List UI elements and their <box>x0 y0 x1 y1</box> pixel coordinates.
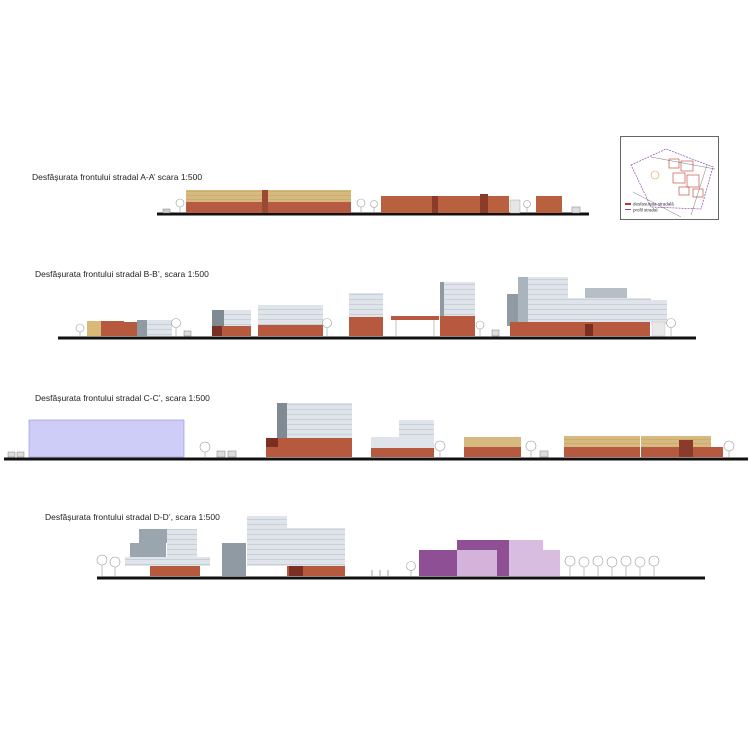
elevation-b <box>58 277 696 340</box>
car-b1 <box>183 330 192 337</box>
tree-b2 <box>171 318 181 336</box>
tree-a4 <box>523 200 531 213</box>
section-title-c: Desfășurata frontului stradal C-C’, scar… <box>35 393 210 403</box>
car-c1 <box>7 451 16 458</box>
canopy-b <box>391 316 439 320</box>
building-b5 <box>349 293 383 317</box>
elevation-a <box>157 190 589 216</box>
building-c2 <box>277 403 352 438</box>
tree-d5 <box>578 556 590 576</box>
car-a2 <box>571 206 581 214</box>
tree-b4 <box>475 320 485 336</box>
building-d3 <box>457 540 502 550</box>
elevation-c <box>4 403 748 461</box>
building-a2 <box>381 196 509 213</box>
building-d2 <box>247 516 287 566</box>
legend-swatch-2 <box>625 209 631 210</box>
key-plan: desfasurata stradală profil stradal <box>620 136 719 220</box>
car-c5 <box>539 450 549 458</box>
tree-b5 <box>666 318 676 336</box>
tree-a1 <box>175 198 185 213</box>
tree-d8 <box>620 555 632 576</box>
car-c4 <box>227 450 237 458</box>
building-d1 <box>139 529 167 543</box>
tree-d9 <box>634 556 646 576</box>
tree-a3 <box>370 200 378 213</box>
building-b6 <box>440 282 475 316</box>
elevation-d <box>96 516 705 580</box>
section-title-a: Desfășurata frontului stradal A-A’ scara… <box>32 172 203 182</box>
tree-d6 <box>592 555 604 576</box>
building-a1-upper <box>186 190 351 202</box>
tree-d3 <box>406 561 416 576</box>
tree-a2 <box>356 198 366 213</box>
tree-b1 <box>75 323 85 336</box>
tree-d4 <box>564 555 576 576</box>
car-c3 <box>216 450 226 458</box>
key-plan-map: desfasurata stradală profil stradal <box>625 148 716 218</box>
legend-label-2: profil stradal <box>633 208 658 213</box>
tree-d2 <box>109 556 121 576</box>
tree-c3 <box>525 440 537 457</box>
car-b2 <box>491 329 500 337</box>
car-c2 <box>16 451 25 458</box>
tree-c2 <box>434 440 446 457</box>
tree-b3 <box>322 318 332 336</box>
building-c1 <box>28 419 185 458</box>
section-title-d: Desfășurata frontului stradal D-D’, scar… <box>45 512 220 522</box>
tree-c1 <box>199 441 211 457</box>
section-title-b: Desfășurata frontului stradal B-B’, scar… <box>35 269 209 279</box>
tree-d10 <box>648 555 660 576</box>
building-a1-lower <box>186 202 351 213</box>
legend-label-1: desfasurata stradală <box>633 202 674 207</box>
tree-d7 <box>606 556 618 576</box>
building-b4 <box>258 305 323 325</box>
building-a3 <box>536 196 562 213</box>
tree-c4 <box>723 440 735 457</box>
legend-swatch-1 <box>625 203 631 205</box>
tree-d1 <box>96 554 108 576</box>
building-c3 <box>399 420 434 437</box>
car-a1 <box>162 208 171 214</box>
building-c6 <box>641 436 711 447</box>
